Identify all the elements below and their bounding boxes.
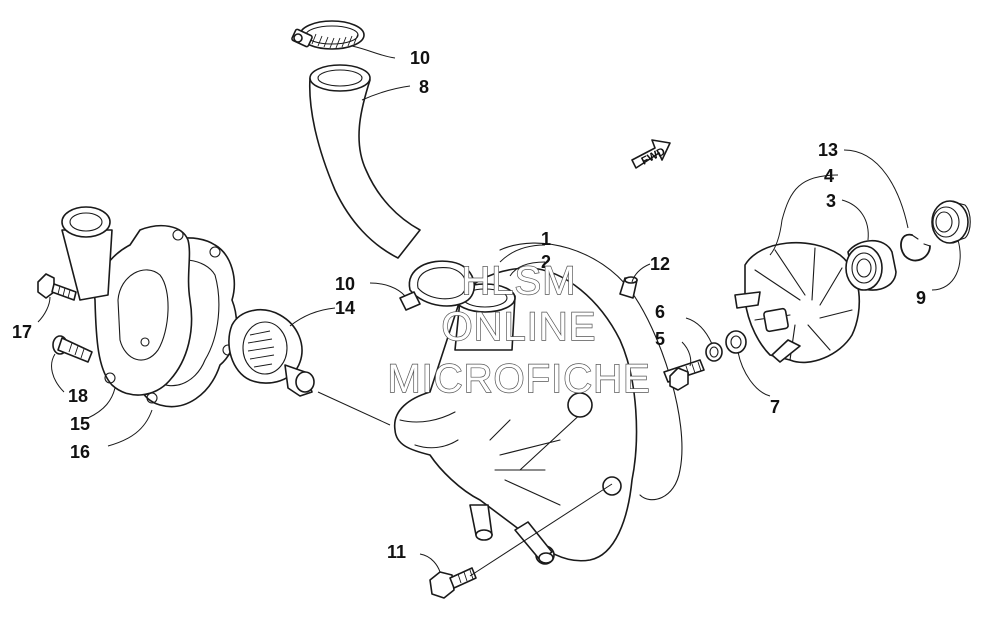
callout-11: 11 xyxy=(387,542,406,562)
bolt-18 xyxy=(52,335,93,363)
callout-7: 7 xyxy=(770,397,780,417)
callout-6: 6 xyxy=(655,302,665,322)
fwd-arrow: FWD xyxy=(631,139,671,169)
callout-13: 13 xyxy=(818,140,838,160)
callout-10-top: 10 xyxy=(410,48,430,68)
thermostat xyxy=(228,309,315,397)
callout-2: 2 xyxy=(541,252,551,272)
callout-1: 1 xyxy=(541,229,551,249)
hose-clamp-middle xyxy=(399,260,476,311)
bolt-5 xyxy=(663,359,705,391)
leader-lines xyxy=(37,45,961,577)
callout-3: 3 xyxy=(826,191,836,211)
bolt-11 xyxy=(429,567,477,599)
bolt-17 xyxy=(37,273,77,301)
watermark-line-1: HLSM xyxy=(461,259,576,303)
bushing-3 xyxy=(845,239,897,291)
dowel-pin xyxy=(619,276,638,299)
callout-17: 17 xyxy=(12,322,32,342)
seal-7 xyxy=(725,330,747,354)
hose-clamp-top xyxy=(291,20,365,50)
callout-labels: 10 8 1 2 10 12 14 6 5 7 13 4 3 9 17 18 1… xyxy=(12,48,926,562)
fwd-label: FWD xyxy=(640,146,668,168)
coolant-hose xyxy=(308,64,421,259)
callout-10-middle: 10 xyxy=(335,274,355,294)
callout-5: 5 xyxy=(655,329,665,349)
callout-18: 18 xyxy=(68,386,88,406)
callout-14: 14 xyxy=(335,298,355,318)
watermark-line-3: MICROFICHE xyxy=(387,357,650,401)
callout-16: 16 xyxy=(70,442,90,462)
callout-12: 12 xyxy=(650,254,670,274)
watermark: HLSM ONLINE MICROFICHE xyxy=(387,258,651,401)
pump-cover-assembly xyxy=(61,206,238,408)
washer-6 xyxy=(705,342,723,362)
circlip xyxy=(900,233,931,262)
callout-8: 8 xyxy=(419,77,429,97)
bearing xyxy=(931,200,971,244)
callout-9: 9 xyxy=(916,288,926,308)
impeller xyxy=(734,241,861,364)
watermark-line-2: ONLINE xyxy=(442,305,597,349)
callout-15: 15 xyxy=(70,414,90,434)
callout-4: 4 xyxy=(824,166,834,186)
